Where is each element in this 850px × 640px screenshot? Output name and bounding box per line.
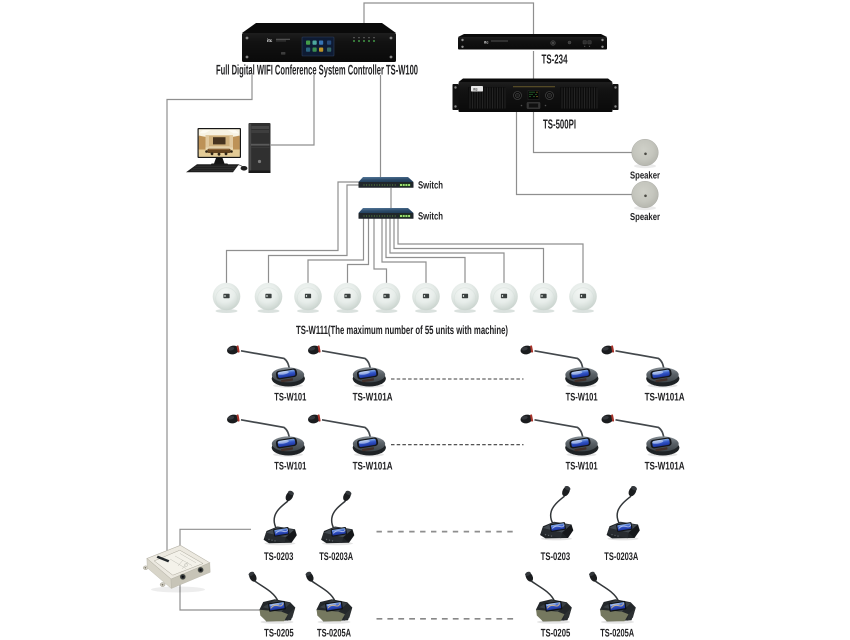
svg-text:TS-0203A: TS-0203A bbox=[604, 551, 638, 563]
svg-text:TS-W111(The maximum number of: TS-W111(The maximum number of 55 units w… bbox=[296, 323, 508, 337]
svg-text:TS-W101: TS-W101 bbox=[274, 461, 306, 473]
svg-text:TS-0203: TS-0203 bbox=[541, 551, 571, 563]
svg-text:Switch: Switch bbox=[418, 180, 443, 192]
svg-text:Switch: Switch bbox=[418, 211, 443, 223]
svg-text:TS-W101A: TS-W101A bbox=[645, 391, 685, 403]
svg-text:TS-0203: TS-0203 bbox=[264, 551, 294, 563]
svg-text:TS-W101: TS-W101 bbox=[566, 391, 598, 403]
svg-text:Full Digital WIFI Conference S: Full Digital WIFI Conference System Cont… bbox=[216, 62, 418, 78]
svg-text:TS-0205: TS-0205 bbox=[264, 628, 294, 640]
svg-text:TS-W101A: TS-W101A bbox=[353, 461, 393, 473]
svg-text:TS-500PI: TS-500PI bbox=[543, 117, 576, 132]
svg-text:itc: itc bbox=[484, 40, 488, 44]
svg-text:itc: itc bbox=[267, 38, 273, 43]
svg-text:TS-0205A: TS-0205A bbox=[317, 628, 351, 640]
svg-text:TS-0205A: TS-0205A bbox=[600, 628, 634, 640]
svg-text:Speaker: Speaker bbox=[630, 212, 660, 223]
svg-text:TS-234: TS-234 bbox=[541, 52, 567, 67]
svg-text:TS-W101A: TS-W101A bbox=[353, 391, 393, 403]
svg-text:TS-W101A: TS-W101A bbox=[645, 461, 685, 473]
svg-text:TS-W101: TS-W101 bbox=[274, 391, 306, 403]
svg-text:TS-W101: TS-W101 bbox=[566, 461, 598, 473]
svg-text:Speaker: Speaker bbox=[630, 171, 660, 182]
svg-text:itc: itc bbox=[473, 87, 477, 91]
svg-text:TS-0203A: TS-0203A bbox=[319, 551, 353, 563]
svg-text:TS-0205: TS-0205 bbox=[541, 628, 571, 640]
